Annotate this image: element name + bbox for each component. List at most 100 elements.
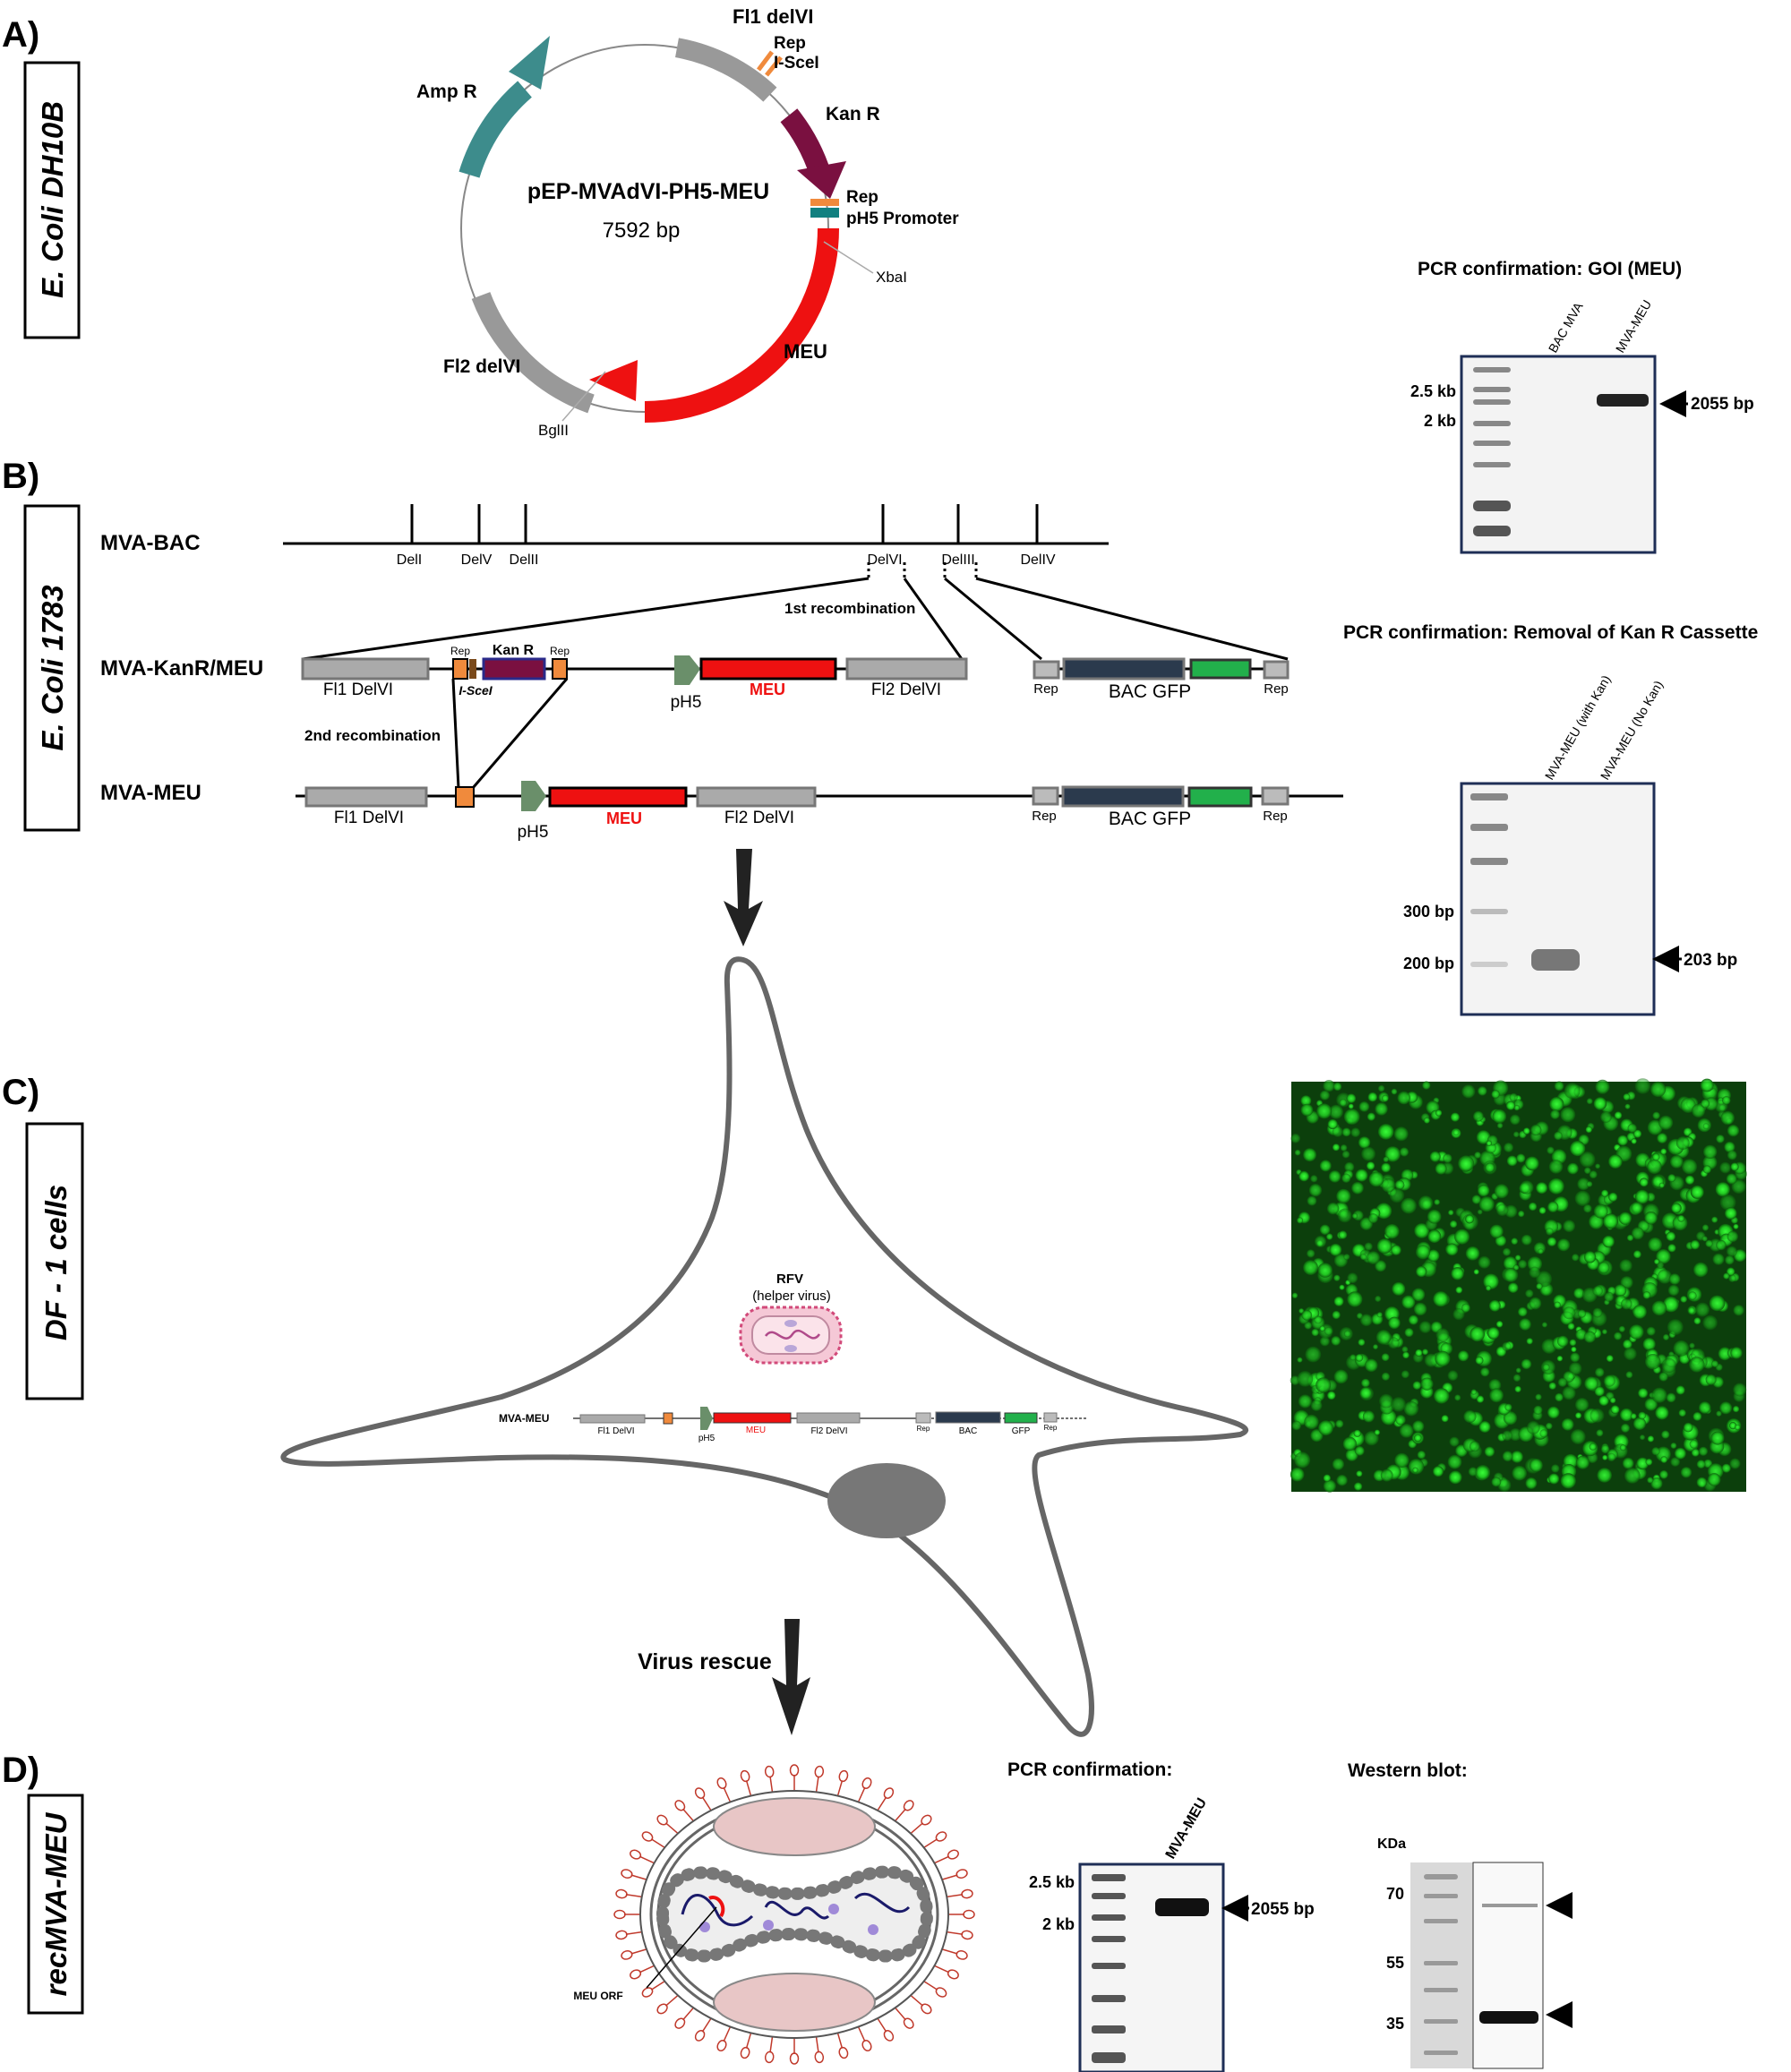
fluorescent-cell — [1447, 1454, 1462, 1469]
kanr-label-fl1: Fl1 DelVI — [323, 681, 393, 699]
label-amp: Amp R — [416, 81, 477, 102]
virion-spike-head — [621, 1869, 633, 1879]
fluorescent-cell — [1408, 1314, 1418, 1325]
gel2-marker-1: 300 bp — [1403, 903, 1454, 920]
fluorescent-cell — [1668, 1273, 1681, 1285]
fluorescent-cell — [1610, 1405, 1620, 1415]
fluorescent-cell — [1567, 1323, 1575, 1331]
fluorescent-cell — [1429, 1151, 1441, 1162]
fluorescent-cell — [1642, 1338, 1656, 1351]
fluorescent-cell — [1359, 1386, 1374, 1401]
fluorescent-cell — [1469, 1441, 1480, 1452]
fluorescent-cell — [1705, 1239, 1713, 1248]
fluorescent-cell — [1538, 1248, 1544, 1254]
fluorescent-cell — [1471, 1194, 1482, 1204]
fluorescent-cell — [1622, 1457, 1634, 1469]
fluorescent-cell — [1298, 1170, 1309, 1182]
kanr-rep-a — [452, 658, 468, 680]
fluorescent-cell — [1355, 1354, 1364, 1362]
fluorescent-cell — [1571, 1346, 1577, 1353]
fluorescent-cell — [1422, 1081, 1431, 1090]
fluorescent-cell — [1329, 1243, 1342, 1256]
meu-gfp — [1187, 786, 1253, 808]
label-scei: I-SceI — [774, 54, 819, 73]
fluorescent-cell — [1483, 1273, 1499, 1289]
fluorescent-cell — [1575, 1329, 1587, 1340]
fluorescent-cell — [1484, 1446, 1495, 1457]
fluorescent-cell — [1420, 1377, 1434, 1391]
virion-spike-head — [883, 2030, 895, 2042]
fluorescent-cell — [1327, 1391, 1336, 1400]
fluorescent-cell — [1720, 1110, 1735, 1126]
kanr-label-rep-c: Rep — [1033, 681, 1058, 697]
fluorescent-cell — [1353, 1482, 1363, 1491]
fluorescent-cell — [1392, 1281, 1406, 1296]
fluorescent-cell — [1647, 1435, 1655, 1443]
gel1-ladder — [1473, 367, 1511, 536]
fluorescent-cell — [1358, 1136, 1371, 1149]
fluorescent-cell — [1465, 1214, 1474, 1224]
virion-spike-stem — [895, 1808, 906, 1822]
fluorescent-cell — [1661, 1357, 1676, 1373]
fluorescent-cell — [1399, 1424, 1414, 1438]
fluorescent-cell — [1389, 1187, 1405, 1203]
rfv-subtitle: (helper virus) — [752, 1289, 831, 1304]
gel3-band-label: 2055 bp — [1251, 1900, 1315, 1919]
fluorescent-cell — [1327, 1118, 1338, 1130]
cell-label-rep1: Rep — [917, 1425, 930, 1433]
fluorescent-cell — [1367, 1251, 1380, 1264]
fluorescent-cell — [1333, 1296, 1344, 1306]
virion-spike-stem — [650, 1980, 665, 1991]
virion-spike-stem — [836, 1780, 844, 1796]
fluorescent-cell — [1562, 1386, 1576, 1400]
gel3-ladder — [1092, 1874, 1126, 2063]
virion-spike-head — [947, 1969, 959, 1980]
fluorescent-cell — [1657, 1269, 1672, 1284]
fluorescent-cell — [1358, 1101, 1370, 1112]
lateral-body-top — [713, 1797, 876, 1856]
fluorescent-cell — [1380, 1468, 1393, 1482]
bac-site-3: DelII — [510, 552, 539, 568]
gel3-lane-1: MVA-MEU — [1163, 1795, 1210, 1862]
fluorescent-cell — [1395, 1415, 1406, 1426]
fluorescent-cell — [1577, 1309, 1586, 1318]
fluorescent-cell — [1642, 1291, 1651, 1299]
fluorescent-cell — [1539, 1429, 1548, 1438]
fluorescent-cell — [1332, 1126, 1343, 1137]
fluorescent-cell — [1651, 1300, 1667, 1316]
fluorescent-cell — [1635, 1189, 1650, 1204]
fluorescent-cell — [1683, 1422, 1693, 1433]
fluorescent-cell — [1677, 1214, 1685, 1222]
fluorescent-cell — [1726, 1246, 1737, 1257]
fluorescent-cell — [1487, 1327, 1500, 1340]
fluorescent-cell — [1516, 1153, 1526, 1163]
fluorescent-cell — [1548, 1473, 1560, 1485]
amp-arrow-body — [458, 81, 533, 178]
fluorescent-cell — [1496, 1122, 1504, 1129]
fluorescent-cell — [1319, 1224, 1331, 1236]
fluorescent-cell — [1356, 1470, 1363, 1477]
virion-spike-head — [613, 1909, 626, 1920]
meu-label-fl2: Fl2 DelVI — [724, 809, 794, 827]
fluorescent-cell — [1623, 1093, 1631, 1100]
virion-spike-head — [764, 2051, 775, 2064]
fluorescent-cell — [1624, 1468, 1641, 1484]
fluorescent-cell — [1455, 1286, 1463, 1294]
fluorescent-cell — [1297, 1217, 1304, 1224]
fluorescent-cell — [1631, 1138, 1637, 1144]
fluorescent-cell — [1621, 1298, 1632, 1310]
fluorescent-cell — [1647, 1159, 1662, 1175]
fluorescent-cell — [1504, 1403, 1512, 1411]
fluorescent-cell — [1382, 1094, 1389, 1102]
fluorescent-cell — [1663, 1297, 1679, 1313]
fluorescent-cell — [1414, 1434, 1422, 1443]
fluorescent-cell — [1563, 1306, 1576, 1320]
fluorescent-cell — [1703, 1144, 1718, 1160]
fluorescent-cell — [1710, 1431, 1725, 1445]
fluorescent-cell — [1529, 1297, 1542, 1310]
fluorescent-cell — [1415, 1349, 1423, 1357]
fluorescent-cell — [1652, 1152, 1660, 1161]
fluorescent-cell — [1391, 1397, 1406, 1412]
fluorescent-cell — [1415, 1245, 1431, 1260]
fluorescent-cell — [1316, 1103, 1333, 1119]
